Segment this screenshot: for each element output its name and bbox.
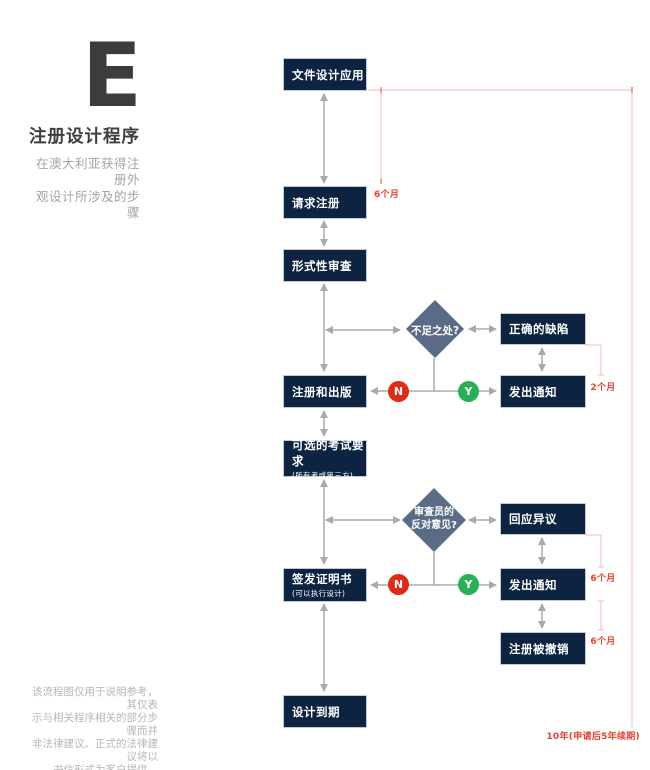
node-label: 文件设计应用 <box>292 67 364 82</box>
no-badge-objection: N <box>388 574 409 595</box>
time-label-six-months-revocation: 6个月 <box>590 637 616 647</box>
yes-badge-objection: Y <box>458 574 479 595</box>
yes-badge-deficiencies: Y <box>458 381 479 402</box>
node-registration-and-publication: 注册和出版 <box>283 375 367 408</box>
disclaimer-line: 示与相关程序相关的部分步骤而并 <box>32 712 158 738</box>
decision-deficiencies-label: 不足之处? <box>410 325 460 337</box>
decision-examiner-objection-label: 审查员的 反对意见? <box>402 507 466 532</box>
timeline-lines <box>368 89 633 727</box>
node-label: 发出通知 <box>509 577 557 592</box>
disclaimer-text: 该流程图仅用于说明参考，其仅表 示与相关程序相关的部分步骤而并 非法律建议。正式… <box>24 686 158 770</box>
disclaimer-line: 书信形式为客户提供。 <box>24 764 158 770</box>
disclaimer-line: 该流程图仅用于说明参考，其仅表 <box>32 686 158 712</box>
node-correct-deficiencies: 正确的缺陷 <box>500 313 586 345</box>
examiner-objection-diamond <box>402 488 466 552</box>
left-panel: E 注册设计程序 在澳大利亚获得注册外 观设计所涉及的步骤 <box>28 24 142 222</box>
time-label-two-months: 2个月 <box>590 383 616 393</box>
node-request-registration: 请求注册 <box>283 186 367 219</box>
node-file-design-application: 文件设计应用 <box>283 58 367 91</box>
node-formalities-check: 形式性审查 <box>283 249 367 282</box>
node-label: 请求注册 <box>292 195 340 210</box>
timeline-ticks <box>380 87 633 184</box>
node-label: 签发证明书 <box>292 572 352 586</box>
subtitle-line: 在澳大利亚获得注册外 <box>35 155 140 188</box>
node-certificate-issued: 签发证明书 (可以执行设计) <box>283 568 367 602</box>
node-optional-examination: 可选的考试要求 (所有者或第三方) <box>283 437 367 480</box>
node-label: 注册被撤销 <box>509 641 569 656</box>
node-respond-to-objection: 回应异议 <box>500 503 586 535</box>
subtitle-line: 观设计所涉及的步骤 <box>35 188 140 221</box>
flow-connectors <box>319 92 547 693</box>
node-label: 设计到期 <box>292 704 340 719</box>
page-subtitle: 在澳大利亚获得注册外 观设计所涉及的步骤 <box>28 156 140 222</box>
node-notice-issued-bottom: 发出通知 <box>500 568 586 601</box>
deficiencies-diamond <box>406 300 464 358</box>
page-title: 注册设计程序 <box>29 126 140 147</box>
node-label: 发出通知 <box>509 384 557 399</box>
node-design-expiry: 设计到期 <box>283 695 367 728</box>
node-notice-issued-top: 发出通知 <box>500 375 586 408</box>
node-label: 形式性审查 <box>292 258 352 273</box>
decision-label-line: 审查员的 <box>414 507 454 518</box>
node-sublabel: (可以执行设计) <box>292 589 346 598</box>
node-label: 正确的缺陷 <box>509 322 569 336</box>
node-sublabel: (所有者或第三方) <box>292 470 354 480</box>
decision-label-line: 反对意见? <box>411 519 457 531</box>
decision-diamonds <box>402 300 466 552</box>
node-label: 注册和出版 <box>292 384 352 399</box>
node-label: 回应异议 <box>509 512 557 526</box>
no-badge-deficiencies: N <box>388 381 409 402</box>
node-registration-revoked: 注册被撤销 <box>500 632 586 665</box>
time-label-six-months-filing: 6个月 <box>374 190 400 200</box>
time-label-six-months-objection: 6个月 <box>590 574 616 584</box>
time-label-ten-years: 10年(申请后5年续期) <box>546 732 640 742</box>
section-letter: E <box>81 24 142 127</box>
node-label: 可选的考试要求 <box>292 437 364 468</box>
disclaimer-line: 非法律建议。正式的法律建议将以 <box>32 738 158 764</box>
